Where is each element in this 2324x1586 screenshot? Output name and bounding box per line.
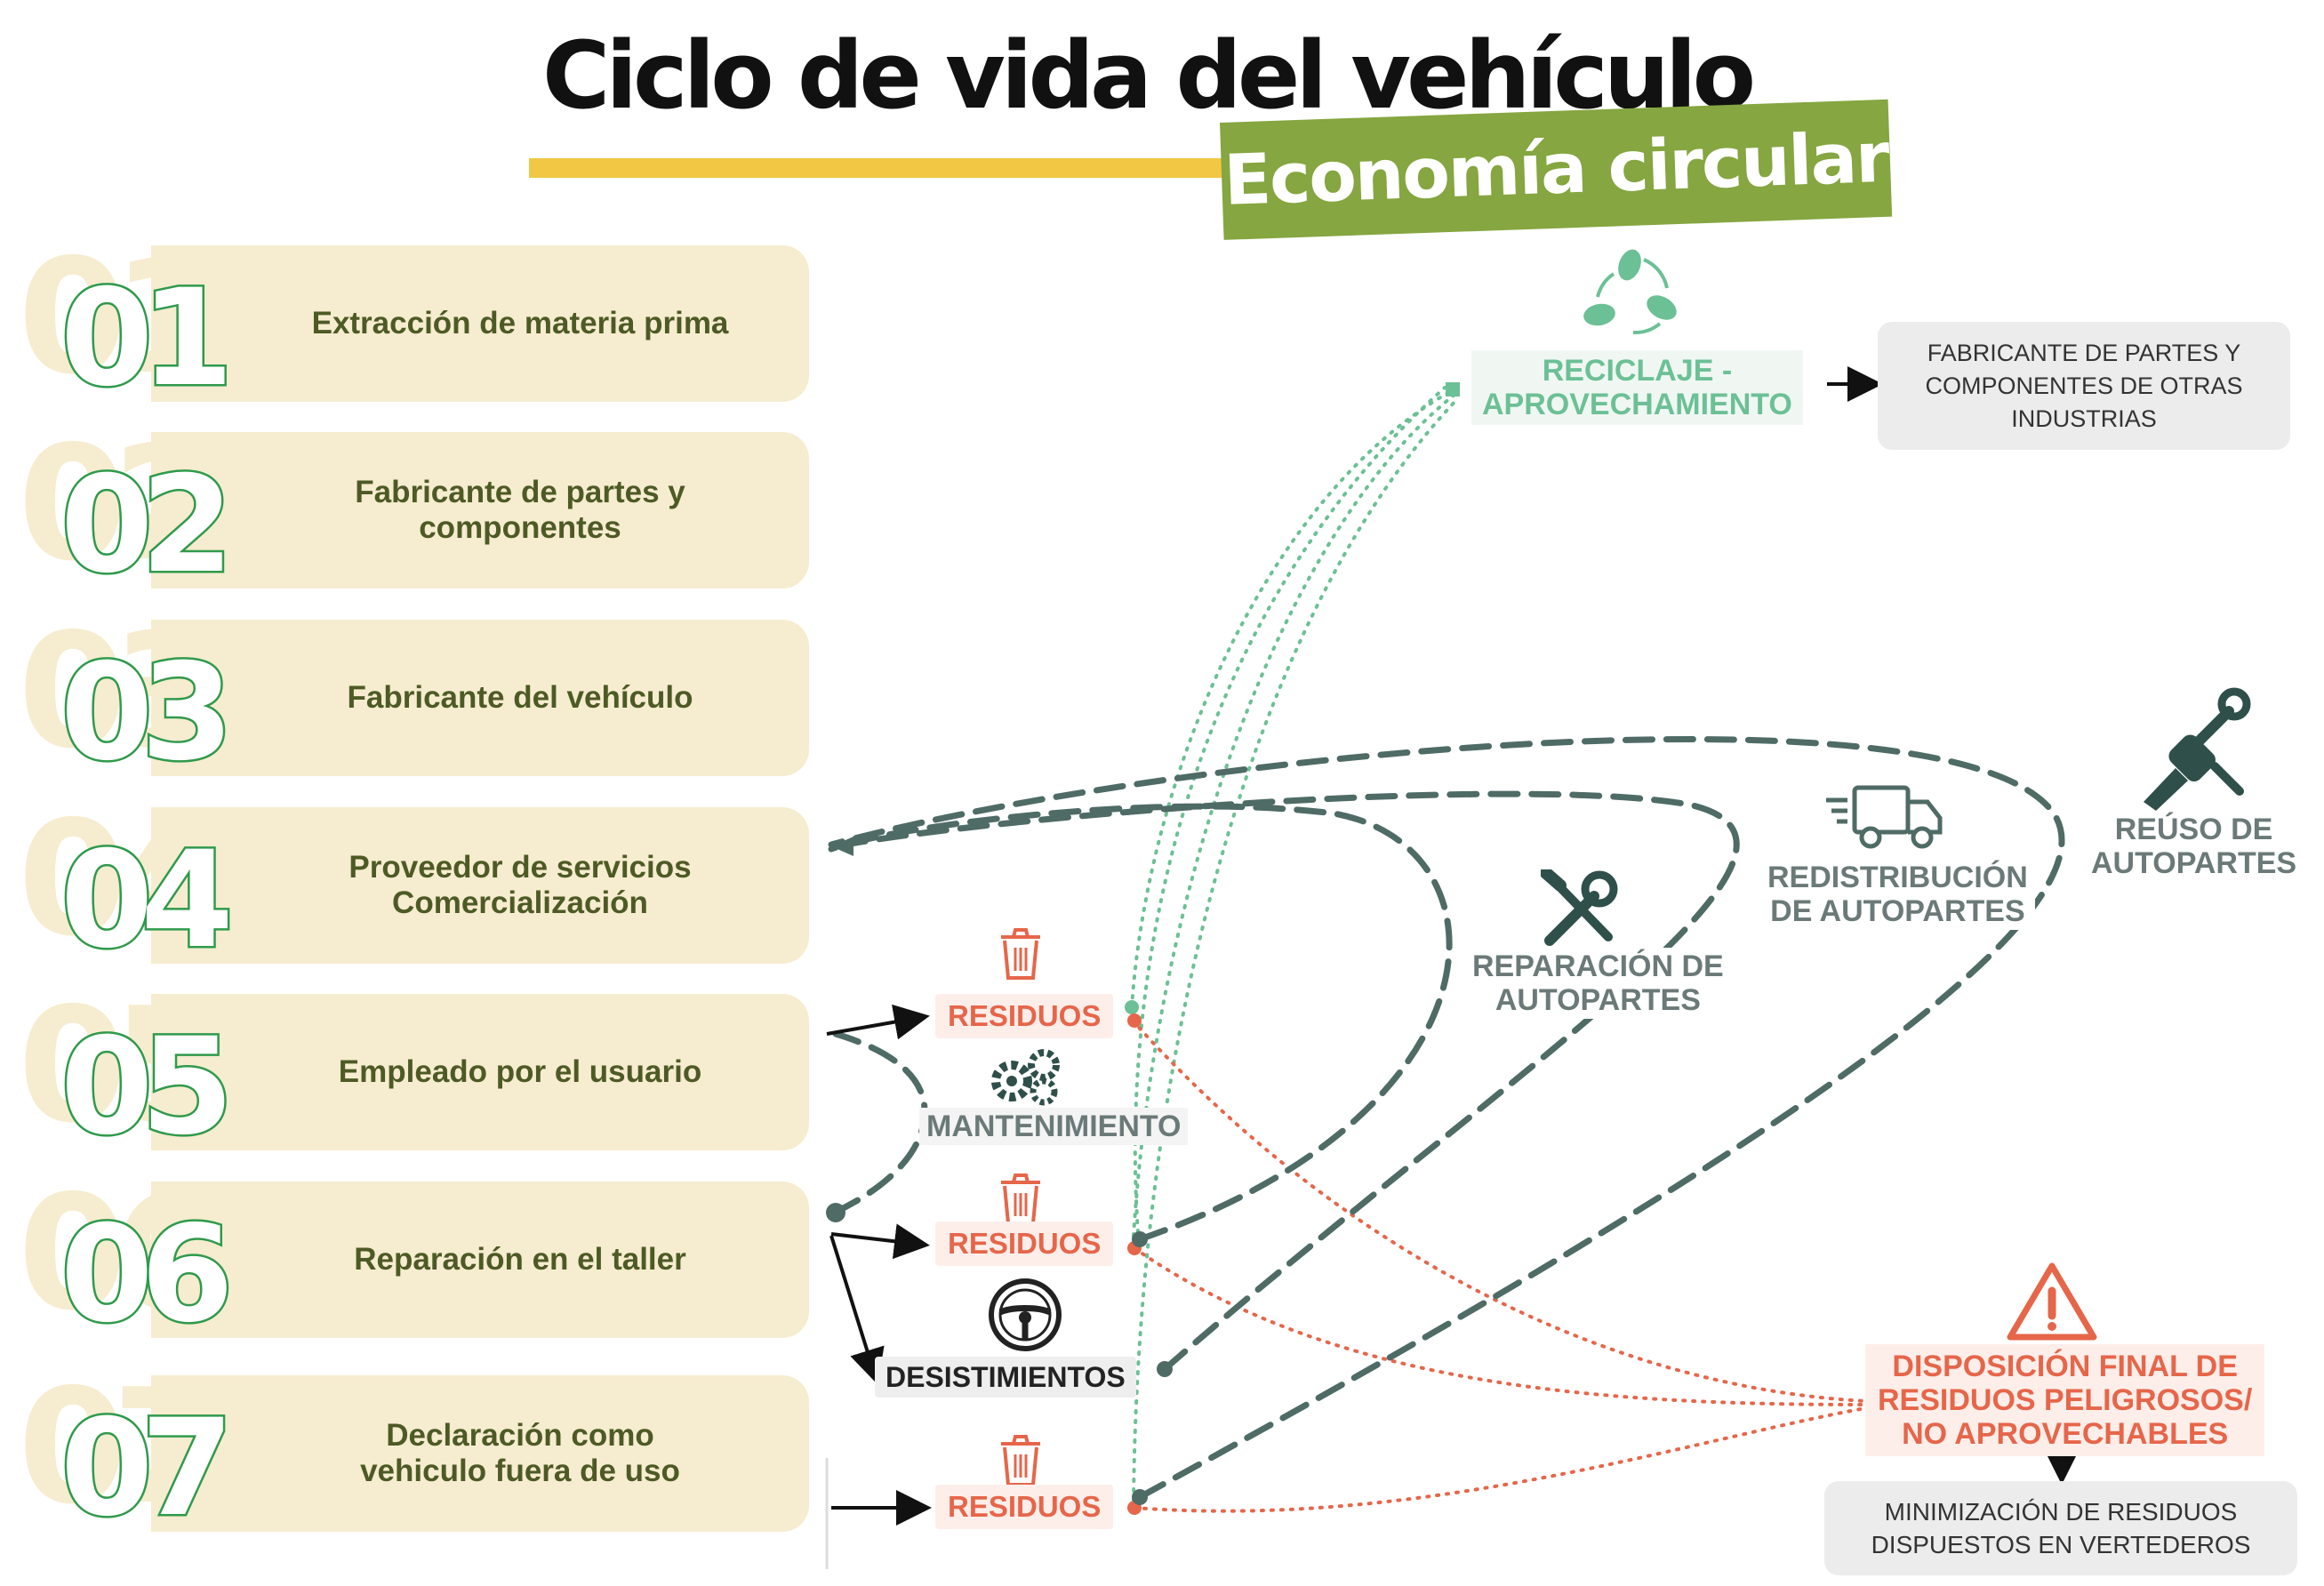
arrow-to-waste-1 — [826, 1004, 930, 1040]
recycling-path — [1130, 389, 1453, 1009]
stage-card — [151, 994, 809, 1150]
trash-bin-icon — [1001, 1173, 1040, 1225]
stage-card — [151, 1375, 809, 1532]
hand-wrench-icon — [2144, 687, 2251, 811]
loop-reuse — [828, 736, 2065, 1501]
stage-number: 02 — [59, 448, 236, 603]
stage-card — [151, 245, 809, 402]
stage-label: Fabricante de partes y componentes — [355, 475, 685, 545]
recycling-label: RECICLAJE - APROVECHAMIENTO — [1471, 350, 1803, 425]
parts-reuse-label: REÚSO DE AUTOPARTES — [2084, 811, 2304, 882]
stage-number: 07 — [59, 1391, 236, 1546]
trash-bin-icon — [1001, 928, 1040, 980]
stage-label: Declaración como vehiculo fuera de uso — [360, 1418, 680, 1488]
waste-path — [1131, 1019, 1867, 1403]
stage-label: Extracción de materia prima — [311, 306, 729, 340]
loop-redistribution — [828, 790, 1740, 1373]
waste-path — [1133, 1406, 1867, 1513]
gears-icon — [991, 1049, 1060, 1106]
recycling-path — [1132, 396, 1460, 1502]
stage-05: 05 05 Empleado por el usuario — [18, 987, 809, 1157]
path-node — [1157, 1361, 1173, 1377]
stage-06: 06 06 Reparación en el taller — [18, 1174, 809, 1344]
stage-card — [151, 1181, 809, 1338]
trash-bin-icon — [1001, 1435, 1040, 1486]
stage-number: 03 — [59, 636, 236, 790]
stage-02: 02 02 Fabricante de partes y componentes — [18, 425, 809, 603]
loop-maintenance — [830, 1030, 928, 1216]
stage-label: Proveedor de servicios Comercialización — [349, 850, 692, 920]
stage-01: 01 01 Extracción de materia prima — [18, 238, 809, 416]
stage-03: 03 03 Fabricante del vehículo — [18, 613, 809, 782]
stage-label: Empleado por el usuario — [338, 1054, 702, 1089]
path-node — [1132, 1489, 1148, 1505]
stage-label: Reparación en el taller — [354, 1242, 686, 1277]
steering-wheel-icon — [989, 1278, 1062, 1351]
arrow-to-waste-2 — [830, 1223, 930, 1260]
stage-card — [151, 432, 809, 589]
waste-label-2: RESIDUOS — [935, 1222, 1114, 1266]
stage-number: 05 — [59, 1010, 236, 1165]
waste-label-3: RESIDUOS — [935, 1485, 1114, 1529]
maintenance-label: MANTENIMIENTO — [919, 1108, 1189, 1145]
recycling-marker — [1446, 382, 1460, 396]
waste-paths — [1131, 1019, 1867, 1513]
other-industries-box: FABRICANTE DE PARTES Y COMPONENTES DE OT… — [1878, 322, 2290, 450]
recycling-paths — [1130, 386, 1460, 1502]
stage-label: Fabricante del vehículo — [347, 680, 693, 715]
loop-arrowhead — [831, 837, 853, 856]
withdrawals-label: DESISTIMIENTOS — [875, 1357, 1136, 1398]
title-underline — [529, 158, 1231, 178]
waste-path — [1133, 1246, 1867, 1406]
recycling-path — [1132, 393, 1456, 1238]
stage-card — [151, 620, 809, 776]
hazardous-disposal-label: DISPOSICIÓN FINAL DE RESIDUOS PELIGROSOS… — [1865, 1344, 2265, 1456]
stage-07: 07 07 Declaración como vehiculo fuera de… — [18, 1368, 809, 1546]
arrow-to-withdrawals — [829, 1235, 885, 1385]
path-node — [1127, 1013, 1142, 1028]
parts-repair-label: REPARACIÓN DE AUTOPARTES — [1465, 948, 1731, 1019]
flow-arrows — [826, 366, 2080, 1526]
stage-number: 06 — [59, 1198, 236, 1352]
loop-repair — [828, 803, 1453, 1243]
stage-04: 04 04 Proveedor de servicios Comercializ… — [18, 800, 809, 978]
parts-redistribution-label: REDISTRIBUCIÓN DE AUTOPARTES — [1760, 859, 2035, 930]
warning-triangle-icon — [2007, 1262, 2097, 1341]
landfill-minimization-box: MINIMIZACIÓN DE RESIDUOS DISPUESTOS EN V… — [1824, 1481, 2297, 1575]
path-node — [826, 1203, 845, 1222]
delivery-truck-icon — [1826, 785, 1943, 849]
stage-card — [151, 807, 809, 964]
stage-number: 04 — [59, 823, 236, 978]
wrench-screwdriver-icon — [1541, 869, 1618, 946]
path-node — [1125, 1000, 1139, 1014]
path-node — [1132, 1231, 1148, 1247]
recycle-leaves-icon — [1583, 249, 1677, 335]
stage-number: 01 — [59, 261, 236, 416]
waste-label-1: RESIDUOS — [935, 994, 1114, 1038]
